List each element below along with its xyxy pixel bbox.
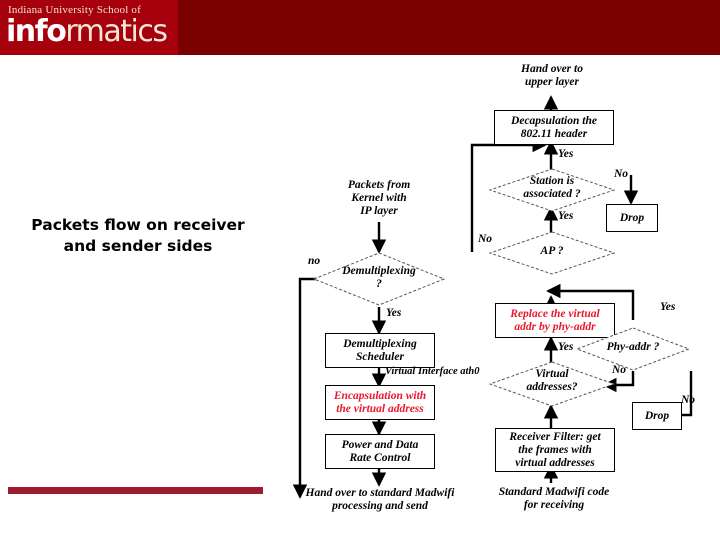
node-hand-over-send-label: Hand over to standard Madwifi processing…	[305, 487, 455, 512]
edge-label-no-drop-lower: No	[681, 394, 696, 406]
node-decapsulation-label: Decapsulation the 802.11 header	[511, 114, 597, 140]
node-phy-addr-shape	[576, 327, 690, 371]
node-demultiplexing-shape	[313, 252, 445, 306]
node-hand-over-madwifi-send: Hand over to standard Madwifi processing…	[268, 485, 492, 515]
edge-label-no-demultiplexing: no	[308, 255, 321, 267]
node-packets-from-kernel-label: Packets from Kernel with IP layer	[347, 178, 411, 217]
node-demultiplexing-scheduler-label: Demultiplexing Scheduler	[343, 337, 417, 363]
logo-word-light: rmatics	[65, 14, 168, 49]
node-encapsulation-virtual-address: Encapsulation with the virtual address	[325, 385, 435, 420]
node-ap-shape	[489, 231, 615, 275]
edge-label-virtual-interface-ath0: Virtual Interface ath0	[385, 366, 480, 377]
node-receiver-filter-label: Receiver Filter: get the frames with vir…	[509, 430, 601, 469]
logo-tagline: Indiana University School of	[8, 4, 141, 16]
node-demultiplexing-label: Demultiplexing ?	[342, 265, 416, 290]
node-standard-madwifi-receiving: Standard Madwifi code for receiving	[484, 484, 624, 514]
edge-label-yes-demultiplexing: Yes	[386, 307, 402, 319]
node-encapsulation-label: Encapsulation with the virtual address	[333, 389, 427, 415]
node-packets-from-kernel: Packets from Kernel with IP layer	[327, 175, 431, 221]
node-drop-lower-label: Drop	[644, 409, 670, 422]
node-standard-madwifi-receiving-label: Standard Madwifi code for receiving	[498, 486, 610, 511]
edge-label-yes-phy-addr: Yes	[660, 301, 676, 313]
edge-label-no-phy-addr: No	[612, 364, 627, 376]
node-replace-virtual-addr-label: Replace the virtual addr by phy-addr	[510, 307, 600, 333]
logo-wordmark: informatics	[6, 16, 178, 48]
logo-word-bold: info	[6, 14, 67, 49]
logo-panel: Indiana University School of informatics	[0, 0, 178, 55]
node-receiver-filter: Receiver Filter: get the frames with vir…	[495, 428, 615, 472]
node-virtual-addresses-label: Virtual addresses?	[526, 368, 578, 393]
node-virtual-addresses-shape	[489, 361, 615, 407]
node-hand-over-upper-layer: Hand over to upper layer	[496, 60, 608, 92]
node-ap-label: AP ?	[540, 245, 564, 257]
page-title-line2: and sender sides	[63, 237, 213, 255]
edge-label-no-station-associated: No	[614, 168, 629, 180]
node-power-rate-label: Power and Data Rate Control	[341, 438, 419, 464]
edge-label-no-ap: No	[478, 233, 493, 245]
edge-label-yes-decapsulation: Yes	[558, 148, 574, 160]
node-drop-upper-label: Drop	[619, 211, 645, 224]
node-replace-virtual-addr: Replace the virtual addr by phy-addr	[495, 303, 615, 338]
node-demultiplexing-scheduler: Demultiplexing Scheduler	[325, 333, 435, 368]
node-decapsulation-80211-header: Decapsulation the 802.11 header	[494, 110, 614, 145]
node-station-associated-label: Station is associated ?	[523, 175, 581, 200]
node-hand-over-upper-layer-label: Hand over to upper layer	[521, 63, 583, 88]
bottom-accent-bar	[8, 487, 263, 494]
page-title-line1: Packets flow on receiver	[31, 216, 245, 234]
node-power-data-rate-control: Power and Data Rate Control	[325, 434, 435, 469]
page-title: Packets flow on receiver and sender side…	[24, 215, 252, 257]
header-band: Indiana University School of informatics	[0, 0, 720, 55]
edge-label-yes-station-associated: Yes	[558, 210, 574, 222]
node-drop-lower: Drop	[632, 402, 682, 430]
node-station-associated-shape	[489, 168, 615, 212]
node-drop-upper: Drop	[606, 204, 658, 232]
node-phy-addr-label: Phy-addr ?	[606, 341, 660, 353]
edge-label-yes-virtual-addresses: Yes	[558, 341, 574, 353]
